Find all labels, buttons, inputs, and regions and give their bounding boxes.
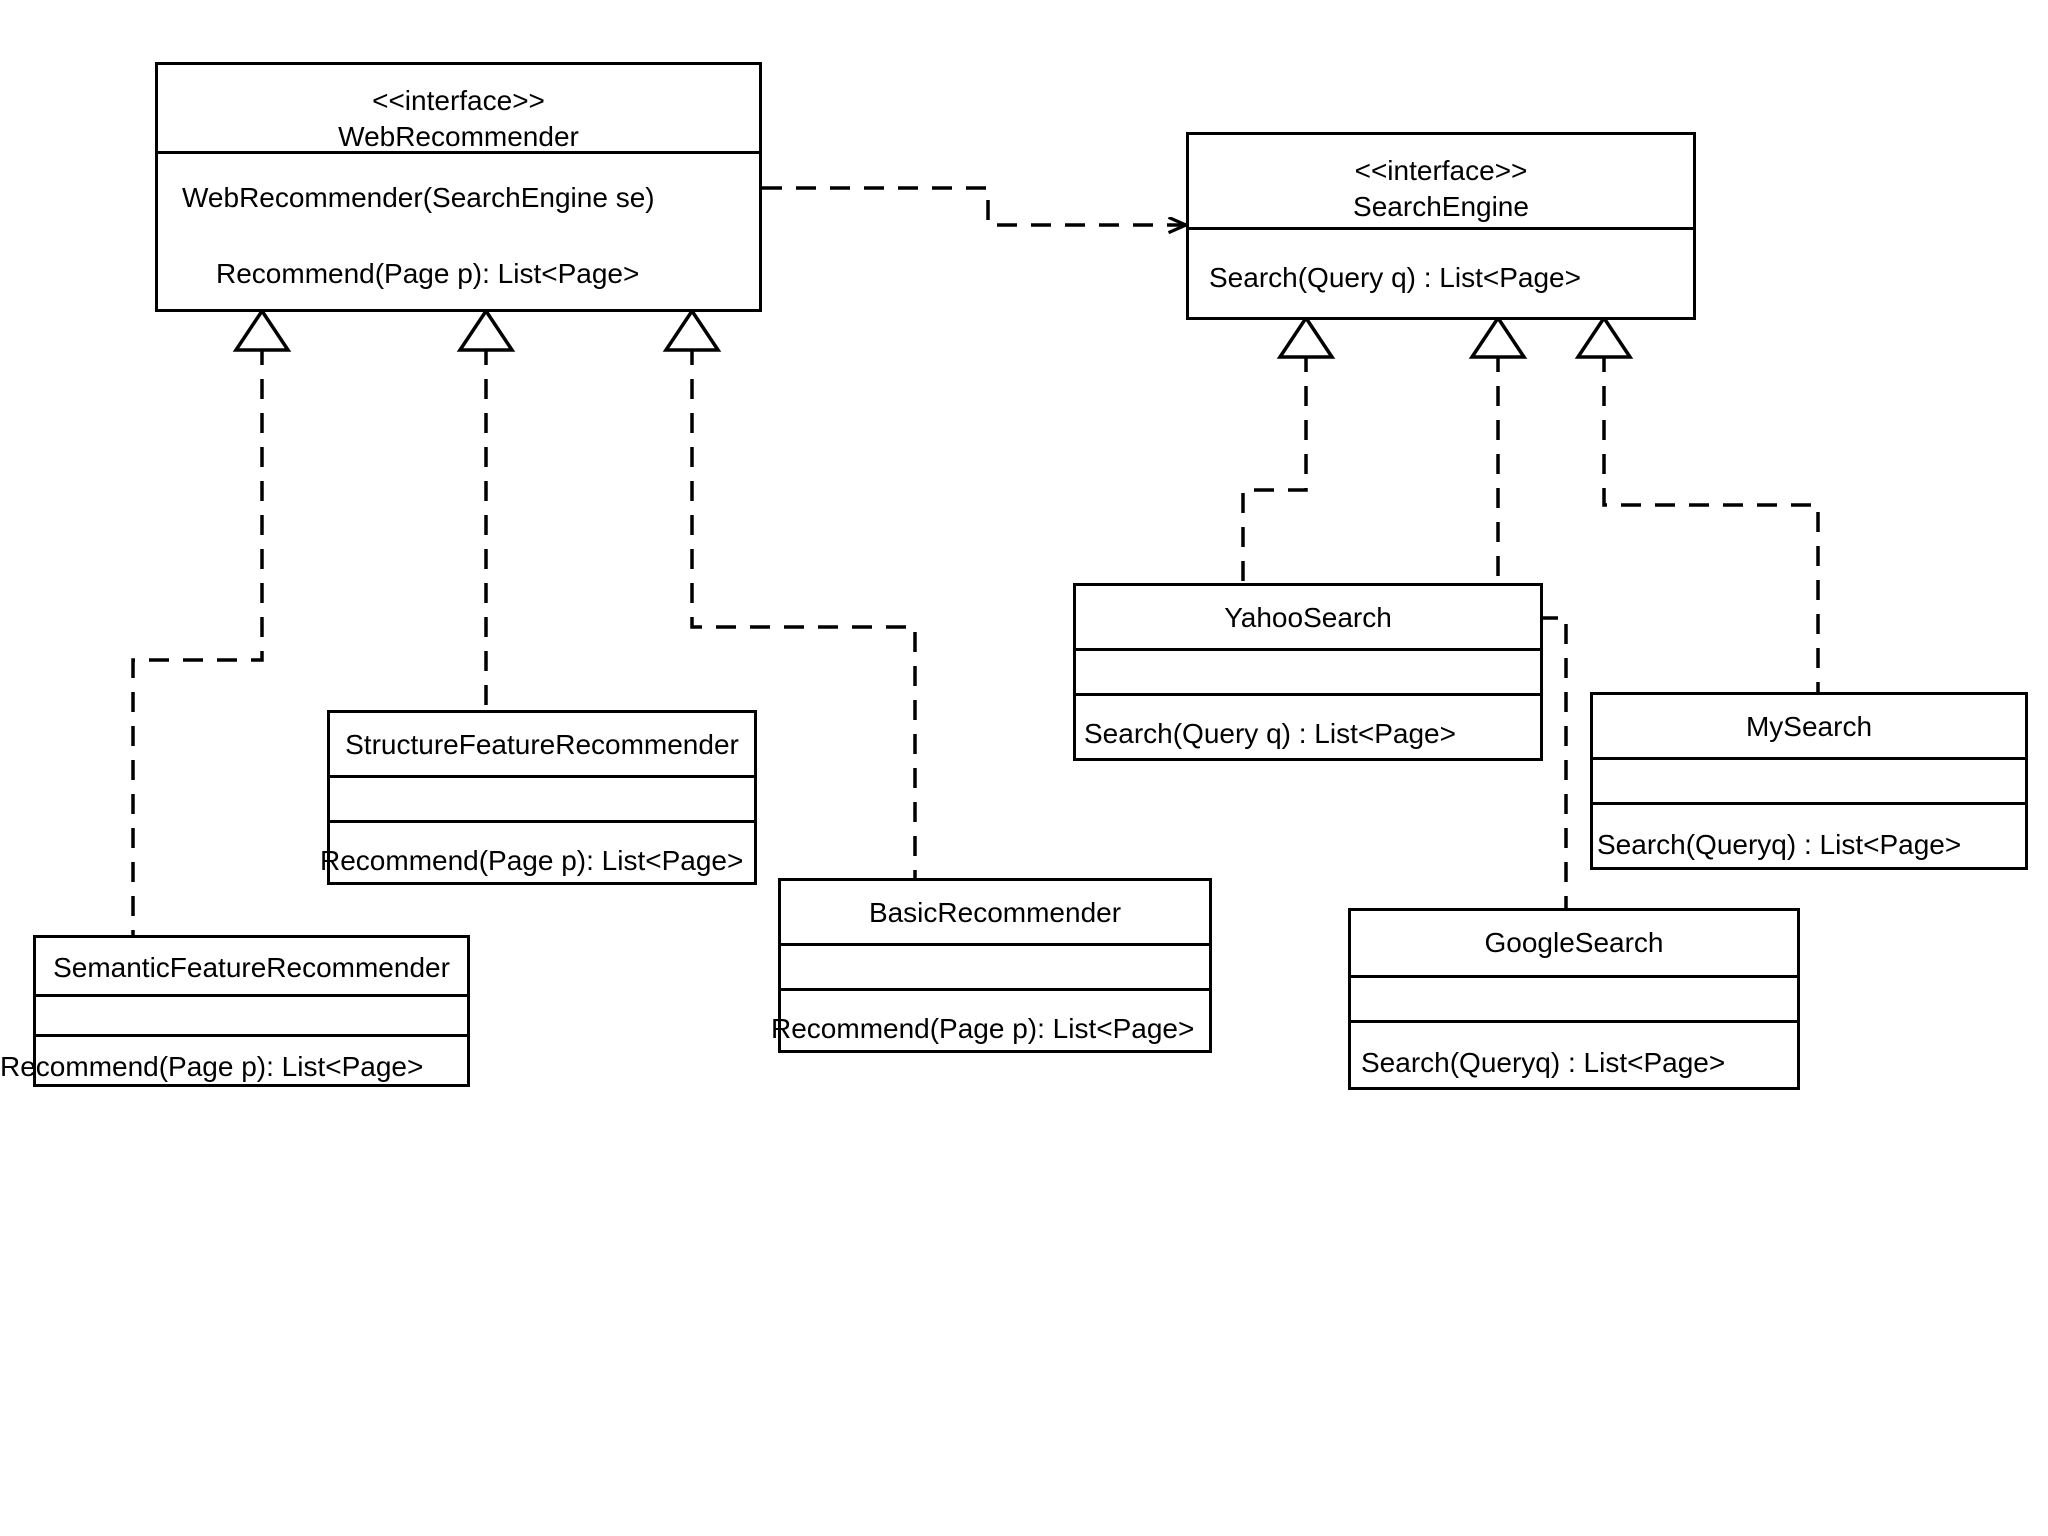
- class-header-yahoo-search: YahooSearch: [1076, 586, 1540, 648]
- member-method-recommend: Recommend(Page p): List<Page>: [216, 258, 640, 289]
- class-name-label: GoogleSearch: [1484, 927, 1664, 958]
- class-header-web-recommender: <<interface>> WebRecommender: [158, 65, 759, 152]
- stereotype-label: <<interface>>: [372, 85, 545, 116]
- class-box-semantic-feature-recommender[interactable]: SemanticFeatureRecommender Recommend(Pag…: [0, 935, 470, 1087]
- class-methods-yahoo-search: Search(Query q) : List<Page>: [1076, 693, 1540, 758]
- class-name-label: SearchEngine: [1353, 190, 1529, 222]
- class-box-my-search[interactable]: MySearch Search(Queryq) : List<Page>: [1590, 692, 2028, 870]
- member-method-recommend: Recommend(Page p): List<Page>: [320, 845, 744, 876]
- class-attributes-google-search: [1351, 975, 1797, 1020]
- class-name-label: BasicRecommender: [868, 897, 1122, 928]
- class-name-label: YahooSearch: [1224, 602, 1392, 633]
- class-attributes-semantic-feature-recommender: [36, 994, 467, 1034]
- class-methods-structure-feature-recommender: Recommend(Page p): List<Page>: [320, 820, 754, 882]
- class-attributes-structure-feature-recommender: [330, 775, 754, 820]
- class-members-web-recommender: WebRecommender(SearchEngine se) Recommen…: [158, 151, 759, 309]
- edge-realization-yahoosearch-searchengine: [1241, 314, 1336, 583]
- class-attributes-my-search: [1593, 757, 2025, 802]
- class-box-basic-recommender[interactable]: BasicRecommender Recommend(Page p): List…: [771, 878, 1212, 1053]
- stereotype-label: <<interface>>: [1354, 155, 1528, 186]
- class-box-web-recommender[interactable]: <<interface>> WebRecommender WebRecommen…: [155, 62, 762, 312]
- class-header-google-search: GoogleSearch: [1351, 911, 1797, 975]
- class-methods-semantic-feature-recommender: Recommend(Page p): List<Page>: [0, 1034, 467, 1087]
- class-attributes-yahoo-search: [1076, 648, 1540, 693]
- class-box-yahoo-search[interactable]: YahooSearch Search(Query q) : List<Page>: [1073, 583, 1543, 761]
- edge-realization-semanticfeaturerecommender-webrecommender: [131, 307, 292, 935]
- member-method-search: Search(Queryq) : List<Page>: [1597, 829, 1962, 860]
- class-name-label: SemanticFeatureRecommender: [53, 952, 450, 983]
- class-name-label: WebRecommender: [338, 120, 579, 152]
- member-method-recommend: Recommend(Page p): List<Page>: [771, 1013, 1195, 1044]
- member-method-search: Search(Query q) : List<Page>: [1209, 262, 1581, 293]
- class-attributes-basic-recommender: [781, 943, 1209, 988]
- class-methods-google-search: Search(Queryq) : List<Page>: [1351, 1020, 1797, 1087]
- class-methods-my-search: Search(Queryq) : List<Page>: [1593, 802, 2025, 867]
- class-header-semantic-feature-recommender: SemanticFeatureRecommender: [36, 938, 467, 994]
- member-method-recommend: Recommend(Page p): List<Page>: [0, 1051, 424, 1082]
- class-header-structure-feature-recommender: StructureFeatureRecommender: [330, 713, 754, 775]
- member-method-search: Search(Queryq) : List<Page>: [1361, 1047, 1726, 1078]
- class-header-my-search: MySearch: [1593, 695, 2025, 757]
- class-header-basic-recommender: BasicRecommender: [781, 881, 1209, 943]
- member-method-search: Search(Query q) : List<Page>: [1084, 718, 1456, 749]
- class-methods-basic-recommender: Recommend(Page p): List<Page>: [771, 988, 1209, 1050]
- class-members-search-engine: Search(Query q) : List<Page>: [1189, 227, 1693, 317]
- class-box-structure-feature-recommender[interactable]: StructureFeatureRecommender Recommend(Pa…: [320, 710, 757, 885]
- edge-dependency-webrecommender-searchengine: [762, 186, 1186, 225]
- edge-realization-structurefeaturerecommender-webrecommender: [456, 307, 516, 710]
- class-box-google-search[interactable]: GoogleSearch Search(Queryq) : List<Page>: [1348, 908, 1800, 1090]
- class-box-search-engine[interactable]: <<interface>> SearchEngine Search(Query …: [1186, 132, 1696, 320]
- class-name-label: StructureFeatureRecommender: [345, 729, 739, 760]
- member-constructor: WebRecommender(SearchEngine se): [182, 182, 655, 213]
- edge-realization-mysearch-searchengine: [1574, 314, 1820, 692]
- class-header-search-engine: <<interface>> SearchEngine: [1189, 135, 1693, 227]
- class-name-label: MySearch: [1745, 711, 1873, 742]
